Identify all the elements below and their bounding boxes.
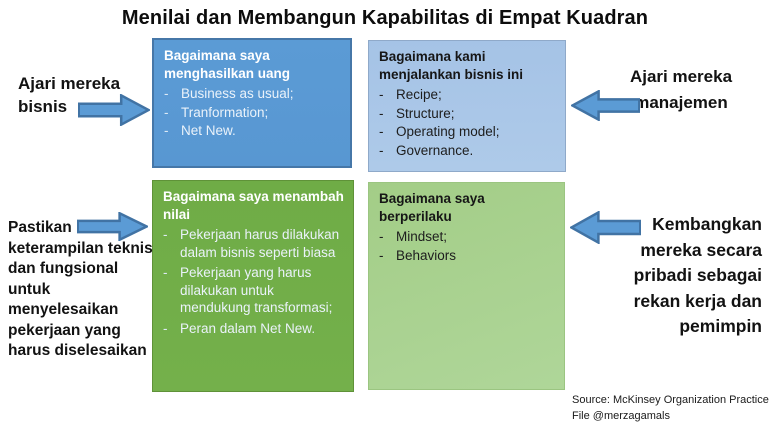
bullet-dash: -: [164, 104, 169, 120]
arrow-left-icon: [570, 211, 641, 244]
label-pastikan-keterampilan: Pastikan keterampilan teknis dan fungsio…: [8, 218, 153, 362]
quadrant-list: -Recipe; -Structure; -Operating model; -…: [379, 86, 556, 159]
bullet-dash: -: [163, 265, 168, 281]
list-item-text: Behaviors: [396, 247, 457, 263]
list-item-text: Governance.: [396, 142, 474, 158]
label-kembangkan-mereka: Kembangkan mereka secara pribadi sebagai…: [562, 212, 762, 340]
file-line: File @merzagamals: [572, 410, 670, 422]
label-line: bisnis: [18, 97, 68, 116]
bullet-dash: -: [379, 124, 384, 140]
list-item-text: Peran dalam Net New.: [180, 320, 316, 336]
label-line: pemimpin: [679, 316, 762, 336]
quadrant-list: -Mindset; -Behaviors: [379, 228, 555, 264]
quadrant-title: Bagaimana saya menghasilkan uang: [164, 48, 291, 81]
quadrant-bottom-right: Bagaimana saya berperilaku -Mindset; -Be…: [368, 182, 565, 390]
bullet-dash: -: [379, 247, 384, 263]
label-line: keterampilan teknis: [8, 239, 153, 257]
quadrant-title: Bagaimana saya menambah nilai: [163, 189, 344, 222]
list-item: -Recipe;: [379, 86, 556, 104]
label-line: mereka secara: [640, 239, 762, 260]
quadrant-bottom-left: Bagaimana saya menambah nilai -Pekerjaan…: [152, 180, 354, 392]
label-line: pekerjaan yang: [8, 321, 121, 339]
list-item: -Tranformation;: [164, 104, 341, 122]
bullet-dash: -: [379, 142, 384, 158]
label-line: dan fungsional: [8, 260, 119, 277]
list-item-text: Recipe;: [396, 87, 442, 103]
list-item: -Structure;: [379, 105, 556, 123]
list-item-text: Mindset;: [396, 229, 448, 245]
label-ajari-mereka-bisnis: Ajari mereka bisnis: [18, 72, 120, 118]
list-item-text: Business as usual;: [181, 86, 294, 102]
list-item: -Net New.: [164, 122, 341, 140]
label-ajari-mereka-manajemen: Ajari mereka manajemen: [608, 64, 754, 116]
list-item-text: Tranformation;: [181, 104, 269, 120]
label-line: pribadi sebagai: [633, 265, 762, 285]
list-item-text: Structure;: [396, 105, 455, 121]
bullet-dash: -: [164, 123, 169, 139]
bullet-dash: -: [379, 105, 384, 121]
label-line: manajemen: [634, 93, 728, 112]
bullet-dash: -: [163, 227, 168, 243]
quadrant-title: Bagaimana saya berperilaku: [379, 191, 485, 224]
list-item-text: Pekerjaan harus dilakukan dalam bisnis s…: [180, 227, 340, 260]
list-item: -Behaviors: [379, 247, 555, 265]
list-item: -Pekerjaan harus dilakukan dalam bisnis …: [163, 226, 344, 261]
arrow-right-icon: [78, 94, 150, 126]
quadrant-top-left: Bagaimana saya menghasilkan uang -Busine…: [152, 38, 352, 168]
bullet-dash: -: [379, 87, 384, 103]
bullet-dash: -: [164, 86, 169, 102]
label-line: Ajari mereka: [629, 67, 733, 86]
arrow-left-icon: [571, 90, 640, 121]
list-item: -Peran dalam Net New.: [163, 320, 344, 338]
list-item: -Pekerjaan yang harus dilakukan untuk me…: [163, 264, 344, 317]
label-line: Kembangkan: [652, 214, 762, 234]
bullet-dash: -: [163, 320, 168, 336]
quadrant-title: Bagaimana kami menjalankan bisnis ini: [379, 49, 524, 82]
quadrant-list: -Pekerjaan harus dilakukan dalam bisnis …: [163, 226, 344, 337]
label-line: harus diselesaikan: [8, 342, 147, 359]
source-attribution: Source: McKinsey Organization Practice F…: [572, 392, 769, 424]
label-line: Pastikan: [8, 219, 72, 236]
list-item: -Mindset;: [379, 228, 555, 246]
arrow-right-icon: [77, 212, 148, 241]
label-line: untuk: [8, 280, 51, 298]
label-line: menyelesaikan: [8, 301, 119, 318]
label-line: rekan kerja dan: [633, 290, 762, 311]
quadrant-top-right: Bagaimana kami menjalankan bisnis ini -R…: [368, 40, 566, 172]
page-title: Menilai dan Membangun Kapabilitas di Emp…: [121, 7, 649, 29]
list-item-text: Pekerjaan yang harus dilakukan untuk men…: [180, 265, 333, 316]
bullet-dash: -: [379, 229, 384, 245]
list-item: -Operating model;: [379, 123, 556, 141]
list-item: -Governance.: [379, 142, 556, 160]
label-line: Ajari mereka: [18, 74, 121, 93]
source-line: Source: McKinsey Organization Practice: [572, 394, 769, 406]
list-item-text: Operating model;: [396, 124, 500, 140]
list-item-text: Net New.: [181, 123, 236, 139]
quadrant-list: -Business as usual; -Tranformation; -Net…: [164, 85, 341, 140]
list-item: -Business as usual;: [164, 85, 341, 103]
